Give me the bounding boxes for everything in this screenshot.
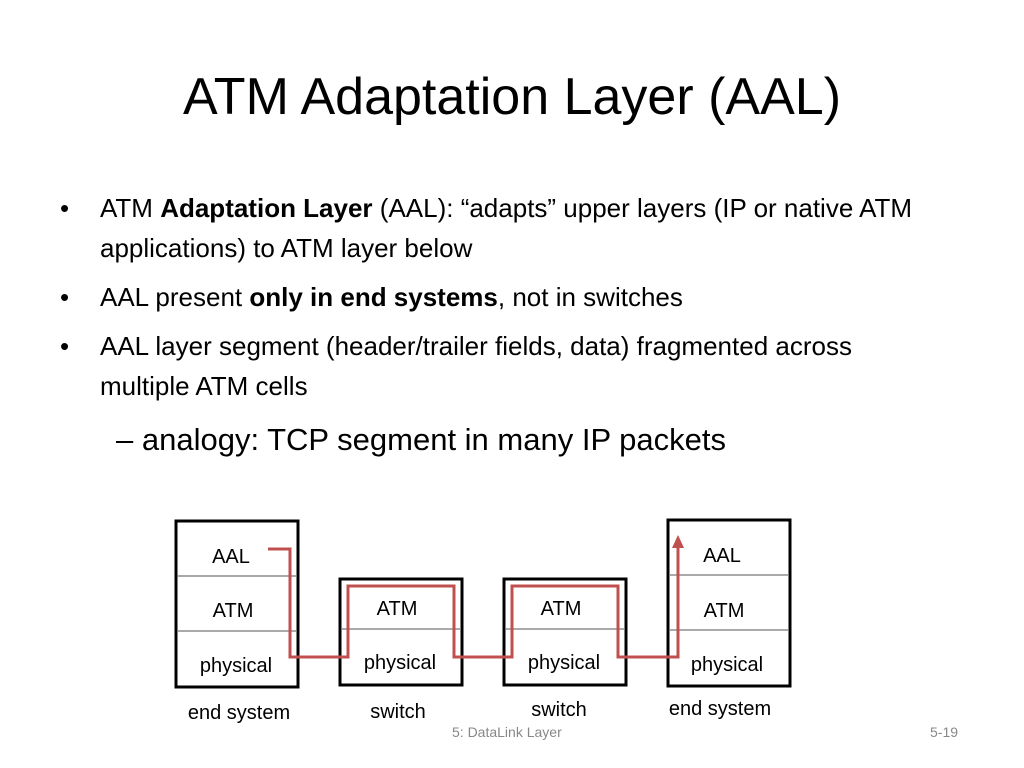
bullet-dot: • <box>60 193 70 223</box>
bullet-text: ATM <box>100 193 161 223</box>
data-path-arrowhead <box>672 535 684 548</box>
sub-bullet: – analogy: TCP segment in many IP packet… <box>116 422 727 457</box>
bullet-bold-text: Adaptation Layer <box>160 193 373 223</box>
bullet-bold-text: only in end systems <box>249 282 498 312</box>
data-path-line <box>268 545 680 659</box>
slide-title: ATM Adaptation Layer (AAL) <box>182 68 842 126</box>
switch-1: ATM physical switch <box>338 577 464 723</box>
layer-label-physical: physical <box>691 654 763 676</box>
bullet-item: • AAL present only in end systems, not i… <box>58 277 938 317</box>
layer-label-physical: physical <box>200 655 272 677</box>
bullet-text: AAL present <box>100 282 250 312</box>
end-system-left-caption: end system <box>188 702 290 724</box>
bullet-item: • AAL layer segment (header/trailer fiel… <box>58 326 938 406</box>
layer-label-aal: AAL <box>212 546 250 568</box>
footer-chapter: 5: DataLink Layer <box>452 724 562 740</box>
end-system-right-box <box>666 518 792 688</box>
switch-2: ATM physical switch <box>502 577 628 721</box>
layer-label-atm: ATM <box>541 598 582 620</box>
bullet-item: • ATM Adaptation Layer (AAL): “adapts” u… <box>58 188 938 268</box>
layer-label-physical: physical <box>364 652 436 674</box>
bullet-text: AAL layer segment (header/trailer fields… <box>100 331 852 401</box>
layer-label-atm: ATM <box>213 600 254 622</box>
end-system-left: AAL ATM physical end system <box>174 519 300 724</box>
bullet-list: • ATM Adaptation Layer (AAL): “adapts” u… <box>58 188 938 415</box>
switch-1-caption: switch <box>370 701 426 723</box>
footer-page-number: 5-19 <box>930 724 959 740</box>
bullet-dot: • <box>60 282 70 312</box>
bullet-text: (AAL): “adapts” upper layers (IP or nati… <box>100 193 913 263</box>
switch-2-box <box>502 577 628 687</box>
layer-label-aal: AAL <box>703 545 741 567</box>
end-system-right: AAL ATM physical end system <box>666 518 792 720</box>
end-system-right-caption: end system <box>669 698 771 720</box>
layer-label-atm: ATM <box>377 598 418 620</box>
bullet-dot: • <box>60 331 70 361</box>
switch-1-box <box>338 577 464 687</box>
layer-label-atm: ATM <box>704 600 745 622</box>
switch-2-caption: switch <box>531 699 587 721</box>
bullet-text: , not in switches <box>497 282 683 312</box>
layer-label-physical: physical <box>528 652 600 674</box>
